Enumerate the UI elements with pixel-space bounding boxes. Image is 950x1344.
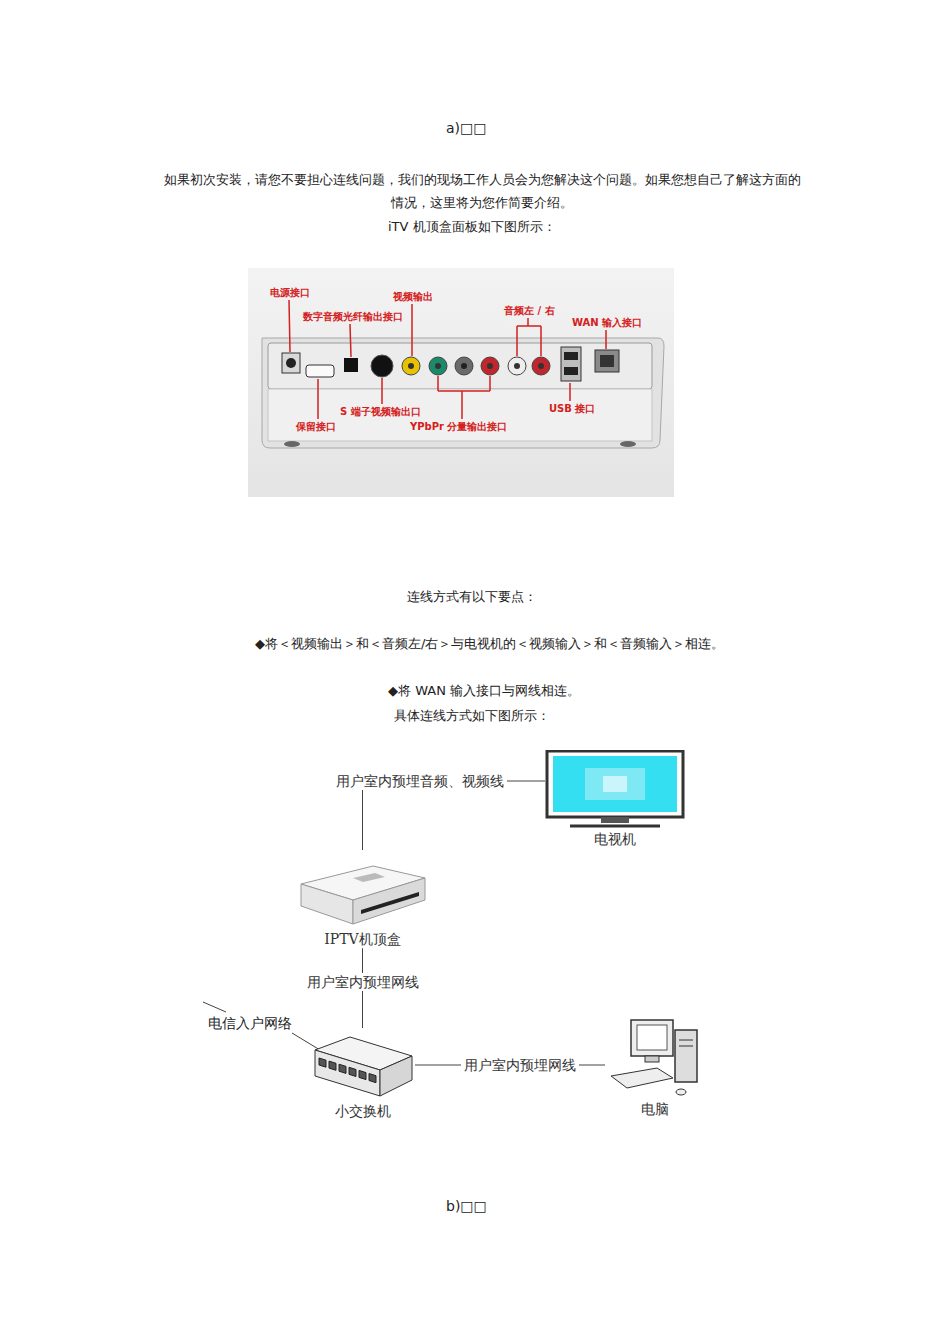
node-caption: IPTV机顶盒 [295,930,430,948]
switch-icon [310,1028,415,1102]
figure-marker: a)□□ [446,119,487,137]
leader-lines [289,300,606,419]
bullet-point: ◆将＜视频输出＞和＜音频左/右＞与电视机的＜视频输入＞和＜音频输入＞相连。 [255,636,724,653]
port-label: YPbPr 分量输出接口 [410,420,507,433]
network-label: 电信入户网络 [208,1014,292,1032]
port-label: 音频左 / 右 [504,304,555,317]
intro-paragraph: 如果初次安装，请您不要担心连线问题，我们的现场工作人员会为您解决这个问题。如果您… [162,168,802,214]
port-label: 电源接口 [270,286,310,299]
tv-icon [545,750,685,830]
section-heading: 连线方式有以下要点： [407,589,537,606]
stb-photo [248,268,674,497]
tv-node: 电视机 [545,750,685,848]
port-label: 视频输出 [393,290,433,303]
port-label: S 端子视频输出口 [340,405,421,418]
node-caption: 电脑 [605,1100,705,1118]
bullet-point: ◆将 WAN 输入接口与网线相连。 [388,683,580,700]
port-label: 保留接口 [296,420,336,433]
figure-marker: b)□□ [446,1197,487,1215]
port-label: WAN 输入接口 [572,316,642,329]
switch-node: 小交换机 [310,1028,415,1120]
cable-label: 用户室内预埋网线 [304,973,422,991]
computer-node: 电脑 [605,1018,705,1118]
cable-label: 用户室内预埋网线 [461,1056,579,1074]
port-label: 数字音频光纤输出接口 [303,310,403,323]
panel-caption: iTV 机顶盒面板如下图所示： [388,219,556,236]
stb-icon [295,850,430,930]
node-caption: 电视机 [545,830,685,848]
settop-box-node: IPTV机顶盒 [295,850,430,948]
port-label: USB 接口 [549,402,595,415]
node-caption: 小交换机 [310,1102,415,1120]
incoming-network-line [203,1002,320,1050]
pc-icon [605,1018,705,1100]
cable-label: 用户室内预埋音频、视频线 [333,772,507,790]
diagram-caption: 具体连线方式如下图所示： [394,708,550,725]
cable-line [363,781,546,850]
